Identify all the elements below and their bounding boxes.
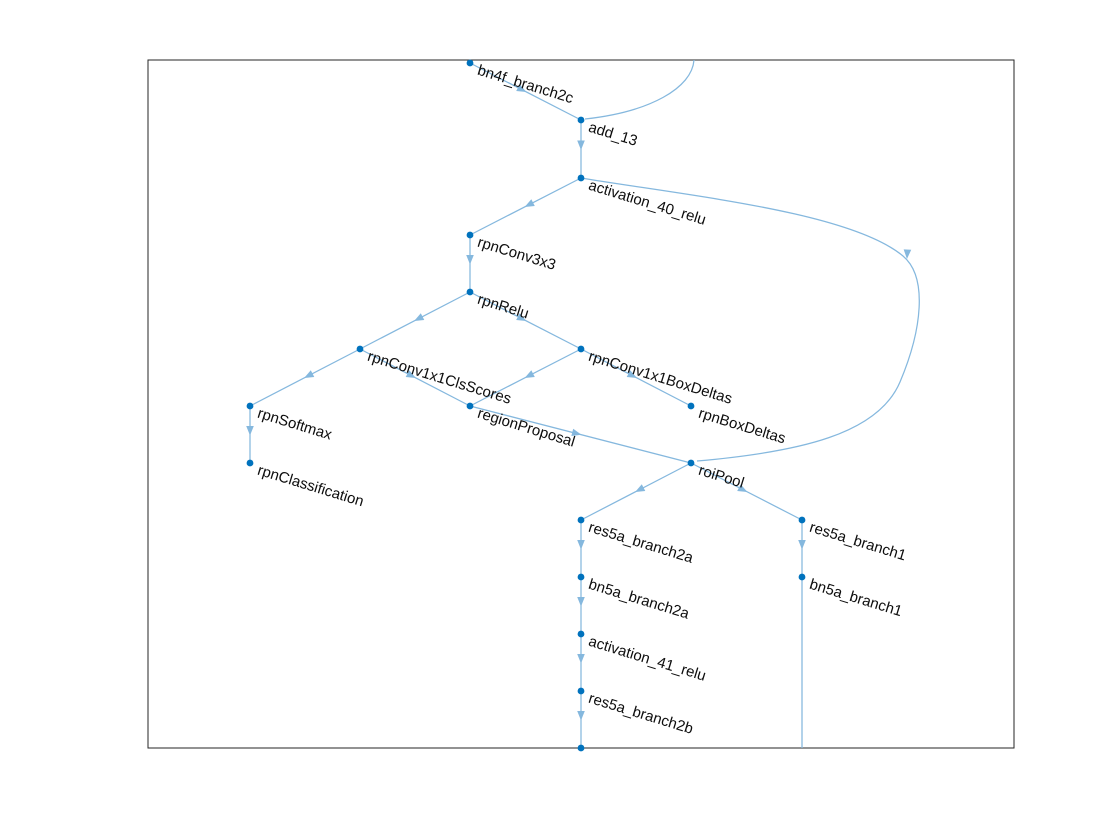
node-label-regionProposal: regionProposal [476,405,577,451]
arrows-layer [246,84,912,721]
node-bn5a_branch1 [798,573,806,581]
arrow-rpnConv3x3-rpnRelu [466,255,474,265]
node-label-bn5a_branch2a: bn5a_branch2a [587,576,692,623]
edge-activation_40_relu-to-roiPool-arrow [903,249,912,259]
node-label-res5a_branch2b: res5a_branch2b [587,690,696,738]
node-label-res5a_branch1: res5a_branch1 [808,519,909,565]
arrow-bn4f_branch2c-add_13 [516,84,527,92]
arrow-roiPool-res5a_branch1 [737,484,748,492]
node-res5a_branch1 [798,516,806,524]
arrow-activation_41_relu-res5a_branch2b [577,654,585,664]
node-bn4f_branch2c [466,59,474,67]
edges-layer [249,59,920,748]
node-rpnBoxDeltas [687,402,695,410]
edge-activation_40_relu-to-roiPool [580,177,920,462]
node-rpnClassification [246,459,254,467]
edge-offscreen-to-add_13 [584,59,695,120]
arrow-res5a_branch2b-clip_bottom [577,711,585,721]
node-regionProposal [466,402,474,410]
arrow-rpnConv1x1ClsScores-rpnSoftmax [304,370,315,378]
arrow-rpnRelu-rpnConv1x1ClsScores [414,313,425,321]
arrow-res5a_branch2a-bn5a_branch2a [577,540,585,550]
arrow-roiPool-res5a_branch2a [635,484,646,492]
node-label-roiPool: roiPool [697,462,747,492]
node-activation_41_relu [577,630,585,638]
arrow-regionProposal-roiPool [571,428,582,437]
node-bn5a_branch2a [577,573,585,581]
node-clip_bottom [577,744,585,752]
arrow-rpnSoftmax-rpnClassification [246,426,254,436]
node-label-rpnBoxDeltas: rpnBoxDeltas [697,405,788,448]
node-rpnConv3x3 [466,231,474,239]
node-label-rpnSoftmax: rpnSoftmax [256,405,335,444]
node-activation_40_relu [577,174,585,182]
node-label-rpnConv1x1ClsScores: rpnConv1x1ClsScores [366,348,514,408]
node-label-bn4f_branch2c: bn4f_branch2c [476,62,576,107]
node-label-rpnConv3x3: rpnConv3x3 [476,234,558,274]
node-label-activation_40_relu: activation_40_relu [587,177,708,229]
node-roiPool [687,459,695,467]
node-label-bn5a_branch1: bn5a_branch1 [808,576,905,620]
node-label-activation_41_relu: activation_41_relu [587,633,708,685]
node-rpnConv1x1ClsScores [356,345,364,353]
arrow-add_13-activation_40_relu [577,140,585,150]
arrow-activation_40_relu-rpnConv3x3 [524,199,535,207]
node-rpnRelu [466,288,474,296]
arrow-rpnRelu-rpnConv1x1BoxDeltas [516,313,527,321]
node-label-rpnConv1x1BoxDeltas: rpnConv1x1BoxDeltas [587,348,735,408]
arrow-res5a_branch1-bn5a_branch1 [798,540,806,550]
node-add_13 [577,116,585,124]
arrow-rpnConv1x1BoxDeltas-rpnBoxDeltas [626,370,637,378]
node-label-res5a_branch2a: res5a_branch2a [587,519,696,567]
arrow-bn5a_branch2a-activation_41_relu [577,597,585,607]
node-label-add_13: add_13 [587,119,640,150]
node-rpnConv1x1BoxDeltas [577,345,585,353]
arrow-rpnConv1x1BoxDeltas-regionProposal [524,370,535,378]
node-res5a_branch2a [577,516,585,524]
arrow-rpnConv1x1ClsScores-regionProposal [405,370,416,378]
nodes-layer [246,59,806,752]
node-rpnSoftmax [246,402,254,410]
node-label-rpnRelu: rpnRelu [476,291,531,323]
node-res5a_branch2b [577,687,585,695]
node-label-rpnClassification: rpnClassification [256,462,366,510]
